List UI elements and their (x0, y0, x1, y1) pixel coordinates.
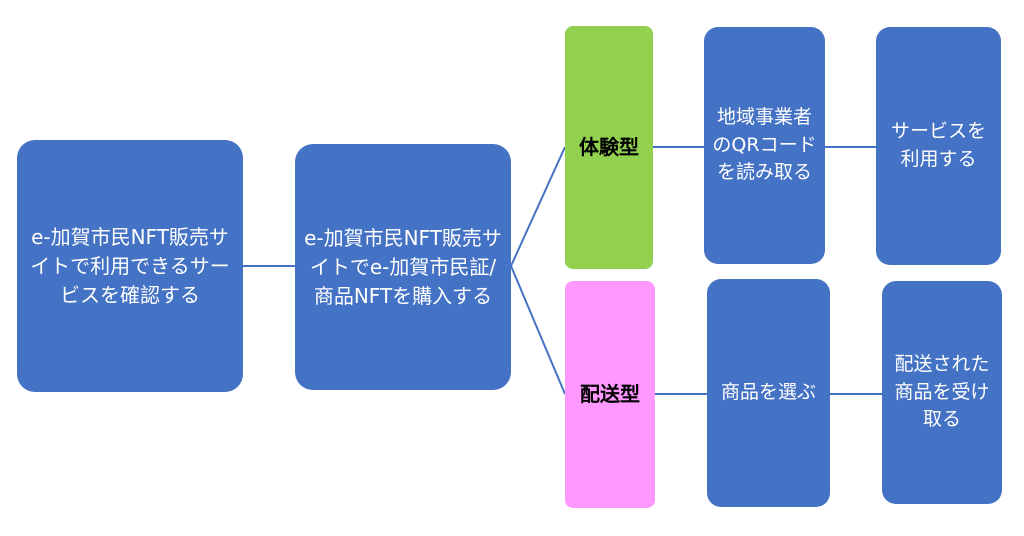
category-delivery-type-label: 配送型 (580, 382, 640, 406)
category-experience-type: 体験型 (565, 26, 653, 269)
step-purchase-nft: e-加賀市民NFT販売サイトでe-加賀市民証/商品NFTを購入する (295, 144, 511, 390)
category-delivery-type: 配送型 (565, 281, 655, 508)
step-select-product: 商品を選ぶ (707, 279, 830, 507)
step-use-service-label: サービスを利用する (890, 120, 986, 170)
step-use-service: サービスを利用する (876, 27, 1001, 265)
category-experience-type-label: 体験型 (579, 135, 639, 159)
step-receive-product: 配送された商品を受け取る (882, 281, 1002, 504)
step-purchase-nft-label: e-加賀市民NFT販売サイトでe-加賀市民証/商品NFTを購入する (304, 225, 502, 308)
connector-purchase-to-delivery (510, 265, 566, 395)
step-scan-qr-label: 地域事業者のQRコードを読み取る (712, 106, 817, 184)
step-select-product-label: 商品を選ぶ (720, 381, 816, 404)
connector-purchase-to-experience (510, 146, 566, 267)
step-confirm-services: e-加賀市民NFT販売サイトで利用できるサービスを確認する (17, 140, 243, 392)
step-receive-product-label: 配送された商品を受け取る (894, 353, 990, 431)
step-confirm-services-label: e-加賀市民NFT販売サイトで利用できるサービスを確認する (30, 224, 230, 307)
step-scan-qr: 地域事業者のQRコードを読み取る (704, 27, 825, 264)
